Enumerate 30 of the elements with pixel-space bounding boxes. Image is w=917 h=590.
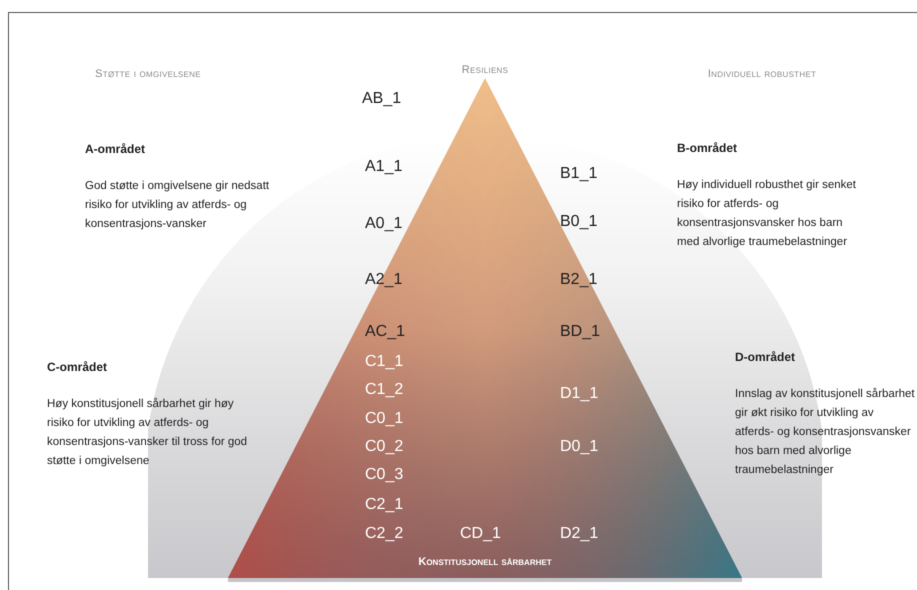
axis-label: Resiliens	[460, 63, 510, 78]
item-code: AB_1	[362, 89, 402, 109]
item-code: AC_1	[365, 322, 406, 342]
area-heading: C-området	[47, 359, 108, 376]
item-code: C1_1	[365, 352, 404, 372]
item-code: BD_1	[560, 322, 600, 342]
area-heading: D-området	[735, 349, 796, 366]
item-code: C0_1	[365, 409, 404, 429]
axis-label: Individuell robusthet	[706, 67, 818, 82]
item-code: C0_3	[365, 465, 404, 485]
item-code: D0_1	[560, 437, 598, 457]
area-description: Innslag av konstitusjonell sårbarhet gir økt risiko for utvikling av atferds- og konsentrasjonsvansker hos barn med alvorlige traumebelastninger	[735, 386, 915, 478]
item-code: CD_1	[460, 524, 501, 544]
axis-label: Konstitusjonell sårbarhet	[417, 555, 553, 570]
axis-label: Støtte i omgivelsene	[94, 67, 202, 82]
item-code: C2_2	[365, 524, 404, 544]
item-code: D1_1	[560, 384, 598, 404]
item-code: C2_1	[365, 495, 404, 515]
item-code: A0_1	[365, 214, 402, 234]
item-code: B0_1	[560, 212, 598, 232]
area-description: Høy konstitusjonell sårbarhet gir høy risiko for utvikling av atferds- og konsentrasjons-vansker til tross for god støtte i omgivelsene	[47, 396, 248, 469]
area-description: Høy individuell robusthet gir senket risiko for atferds- og konsentrasjonsvansker hos barn med alvorlige traumebelastninger	[677, 178, 857, 250]
area-heading: A-området	[85, 141, 146, 158]
item-code: B1_1	[560, 164, 598, 184]
area-description: God støtte i omgivelsene gir nedsatt risiko for utvikling av atferds- og konsentrasjons-vansker	[85, 179, 270, 232]
item-code: D2_1	[560, 524, 598, 544]
item-code: C0_2	[365, 437, 404, 457]
area-heading: B-området	[677, 140, 738, 157]
item-code: C1_2	[365, 380, 404, 400]
item-code: A1_1	[365, 157, 402, 177]
